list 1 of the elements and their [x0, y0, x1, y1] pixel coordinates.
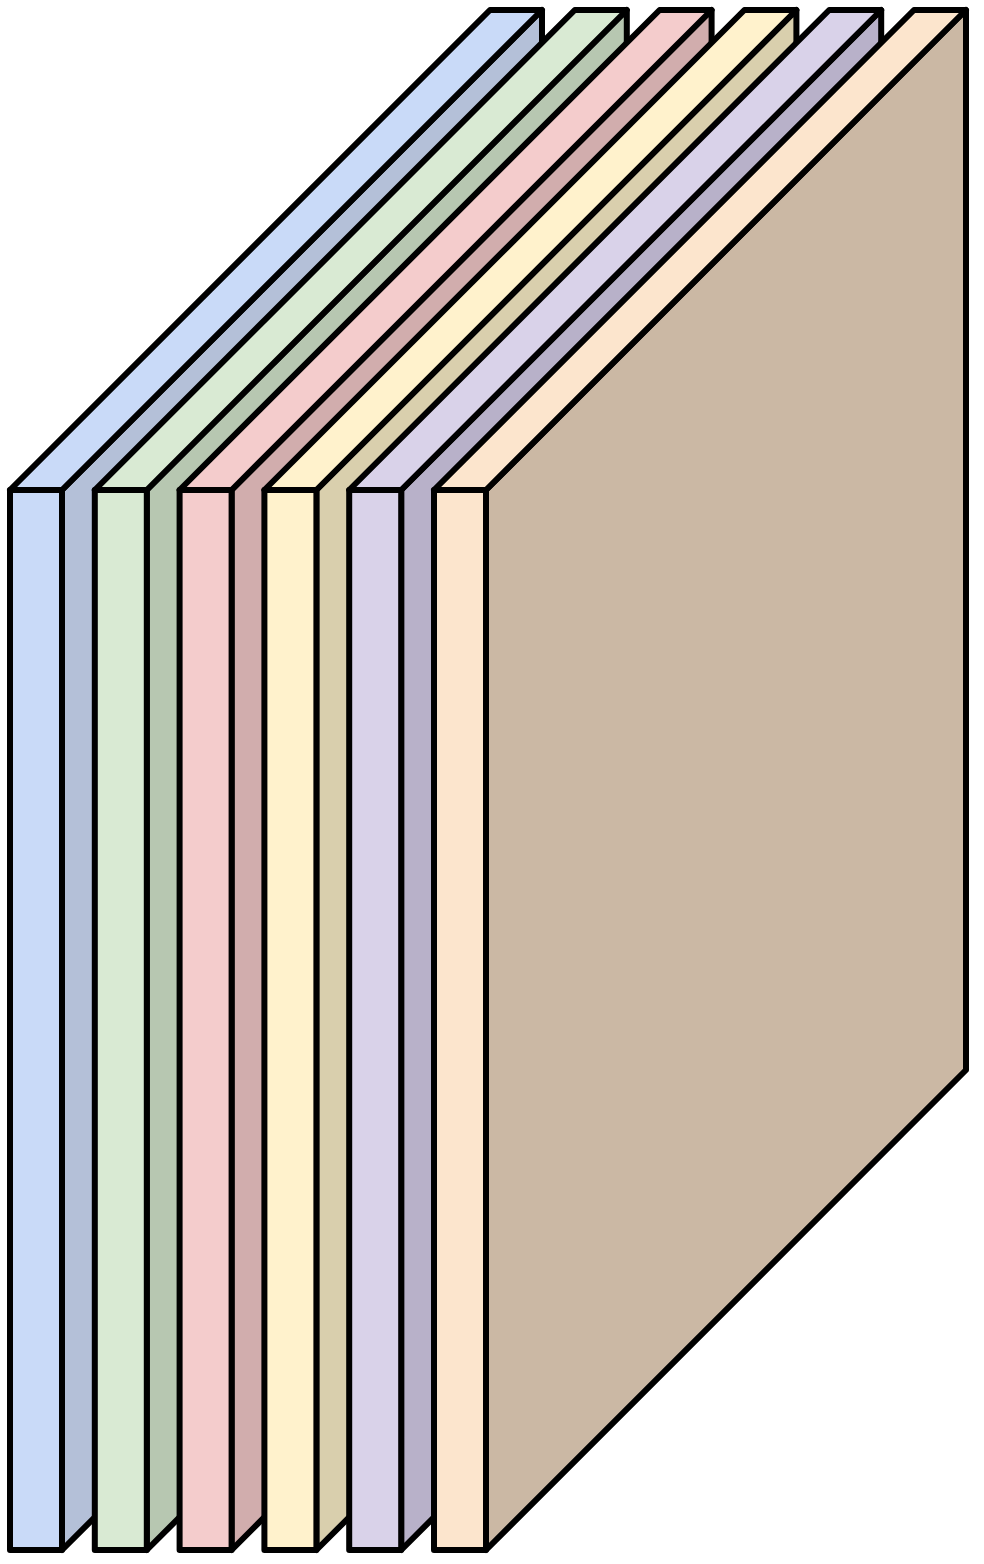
slab-drawing — [431, 7, 969, 1553]
